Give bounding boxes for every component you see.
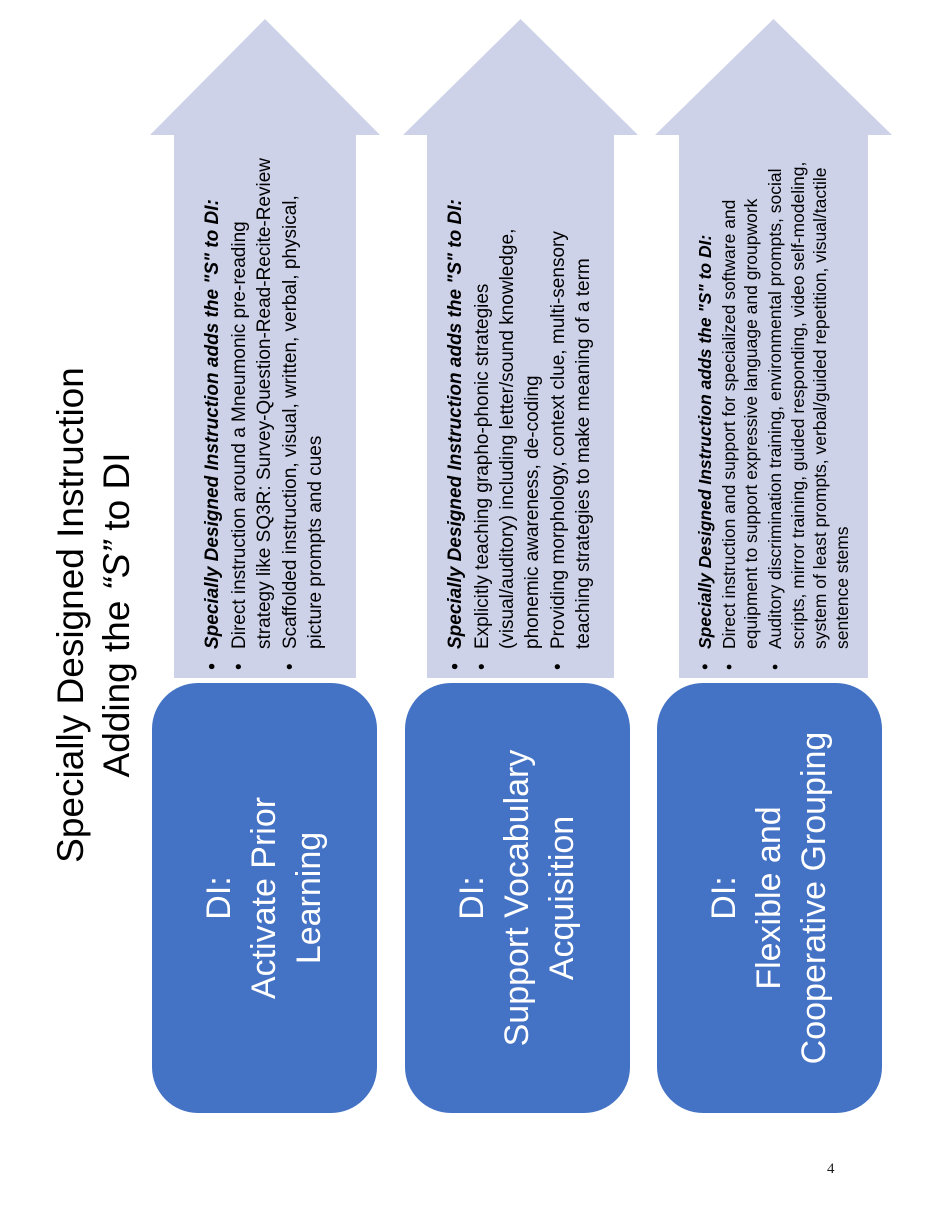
- bullet-text: Specially Designed Instruction adds the …: [202, 199, 224, 649]
- bullet-dot-icon: •: [694, 663, 715, 670]
- bullet-item: • Direct instruction and support for spe…: [718, 135, 762, 670]
- slide-title-line2: Adding the “S” to DI: [95, 452, 137, 778]
- arrow-shaft: • Specially Designed Instruction adds th…: [679, 135, 868, 678]
- bullet-text: Specially Designed Instruction adds the …: [694, 234, 715, 649]
- bullet-dot-icon: •: [202, 663, 224, 670]
- arrow-shaft: • Specially Designed Instruction adds th…: [427, 135, 614, 678]
- bullet-item: • Specially Designed Instruction adds th…: [444, 155, 469, 670]
- bullet-list: • Specially Designed Instruction adds th…: [442, 155, 598, 670]
- bullet-text: Direct instruction and support for speci…: [718, 198, 762, 649]
- bullet-text: Auditory discrimination training, enviro…: [765, 161, 853, 649]
- bullet-dot-icon: •: [765, 663, 786, 670]
- bullet-text: Providing morphology, context clue, mult…: [548, 231, 594, 649]
- arrow-head-icon: [655, 19, 892, 135]
- bullet-text: Specially Designed Instruction adds the …: [445, 199, 467, 649]
- bullet-list: • Specially Designed Instruction adds th…: [199, 155, 330, 670]
- di-box-label: DI: Activate Prior Learning: [199, 796, 329, 1000]
- bullet-text: Direct instruction around a Mneumonic pr…: [228, 157, 275, 649]
- bullet-item: • Auditory discrimination training, envi…: [764, 135, 853, 670]
- bullet-text: Explicitly teaching grapho-phonic strate…: [472, 228, 543, 649]
- bullet-dot-icon: •: [548, 663, 570, 670]
- bullet-dot-icon: •: [445, 663, 467, 670]
- di-box-label: DI: Support Vocabulary Acquisition: [452, 749, 582, 1047]
- row-support-vocabulary-acquisition: • Specially Designed Instruction adds th…: [403, 0, 638, 1230]
- bullet-item: • Scaffolded instruction, visual, writte…: [279, 155, 328, 670]
- quoted-s: “S”: [95, 540, 137, 591]
- bullet-dot-icon: •: [280, 663, 302, 670]
- bullet-dot-icon: •: [718, 663, 739, 670]
- arrow-shaft: • Specially Designed Instruction adds th…: [174, 135, 356, 678]
- bullet-dot-icon: •: [228, 663, 250, 670]
- bullet-item: • Explicitly teaching grapho-phonic stra…: [471, 155, 545, 670]
- bullet-list: • Specially Designed Instruction adds th…: [692, 135, 856, 670]
- arrow-head-icon: [150, 19, 380, 135]
- di-box-support-vocabulary-acquisition: DI: Support Vocabulary Acquisition: [405, 683, 630, 1113]
- di-box-flexible-cooperative-grouping: DI: Flexible and Cooperative Grouping: [657, 683, 882, 1113]
- bullet-item: • Specially Designed Instruction adds th…: [694, 135, 716, 670]
- slide-title: Specially Designed Instruction Adding th…: [48, 0, 140, 1230]
- page-number: 4: [827, 1161, 835, 1177]
- bullet-dot-icon: •: [472, 663, 494, 670]
- row-flexible-cooperative-grouping: • Specially Designed Instruction adds th…: [655, 0, 892, 1230]
- di-box-activate-prior-learning: DI: Activate Prior Learning: [152, 683, 377, 1113]
- arrow-head-icon: [403, 19, 638, 135]
- bullet-item: • Providing morphology, context clue, mu…: [547, 155, 596, 670]
- bullet-text: Scaffolded instruction, visual, written,…: [280, 195, 327, 649]
- bullet-item: • Direct instruction around a Mneumonic …: [228, 155, 277, 670]
- di-box-label: DI: Flexible and Cooperative Grouping: [704, 731, 834, 1065]
- row-activate-prior-learning: • Specially Designed Instruction adds th…: [150, 0, 380, 1230]
- bullet-item: • Specially Designed Instruction adds th…: [201, 155, 226, 670]
- slide-title-line1: Specially Designed Instruction: [50, 367, 91, 863]
